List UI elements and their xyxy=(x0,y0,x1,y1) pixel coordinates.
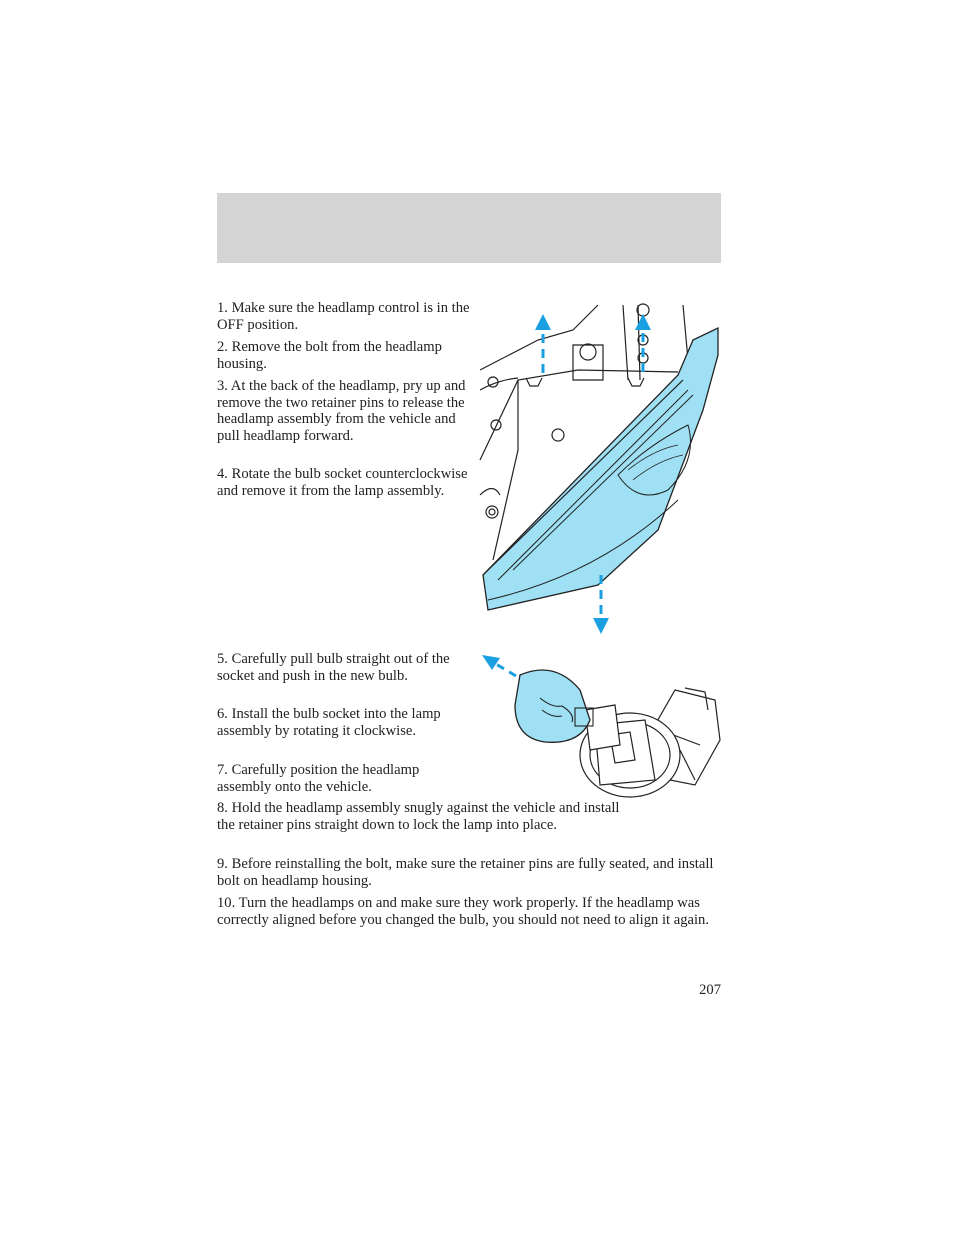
page-number: 207 xyxy=(699,982,721,998)
step-10: 10. Turn the headlamps on and make sure … xyxy=(217,895,709,928)
step-4: 4. Rotate the bulb socket counterclockwi… xyxy=(217,466,468,499)
bulb-socket-icon xyxy=(482,655,721,798)
step-6: 6. Install the bulb socket into the lamp… xyxy=(217,706,441,739)
headlamp-assembly-icon xyxy=(479,303,719,634)
step-3: 3. At the back of the headlamp, pry up a… xyxy=(217,378,466,444)
step-1: 1. Make sure the headlamp control is in … xyxy=(217,300,470,333)
section-header-band xyxy=(217,193,721,263)
step-8: 8. Hold the headlamp assembly snugly aga… xyxy=(217,800,620,833)
step-2: 2. Remove the bolt from the headlamp hou… xyxy=(217,339,442,372)
step-9: 9. Before reinstalling the bolt, make su… xyxy=(217,856,714,889)
step-7: 7. Carefully position the headlamp assem… xyxy=(217,762,420,795)
step-5: 5. Carefully pull bulb straight out of t… xyxy=(217,651,450,684)
